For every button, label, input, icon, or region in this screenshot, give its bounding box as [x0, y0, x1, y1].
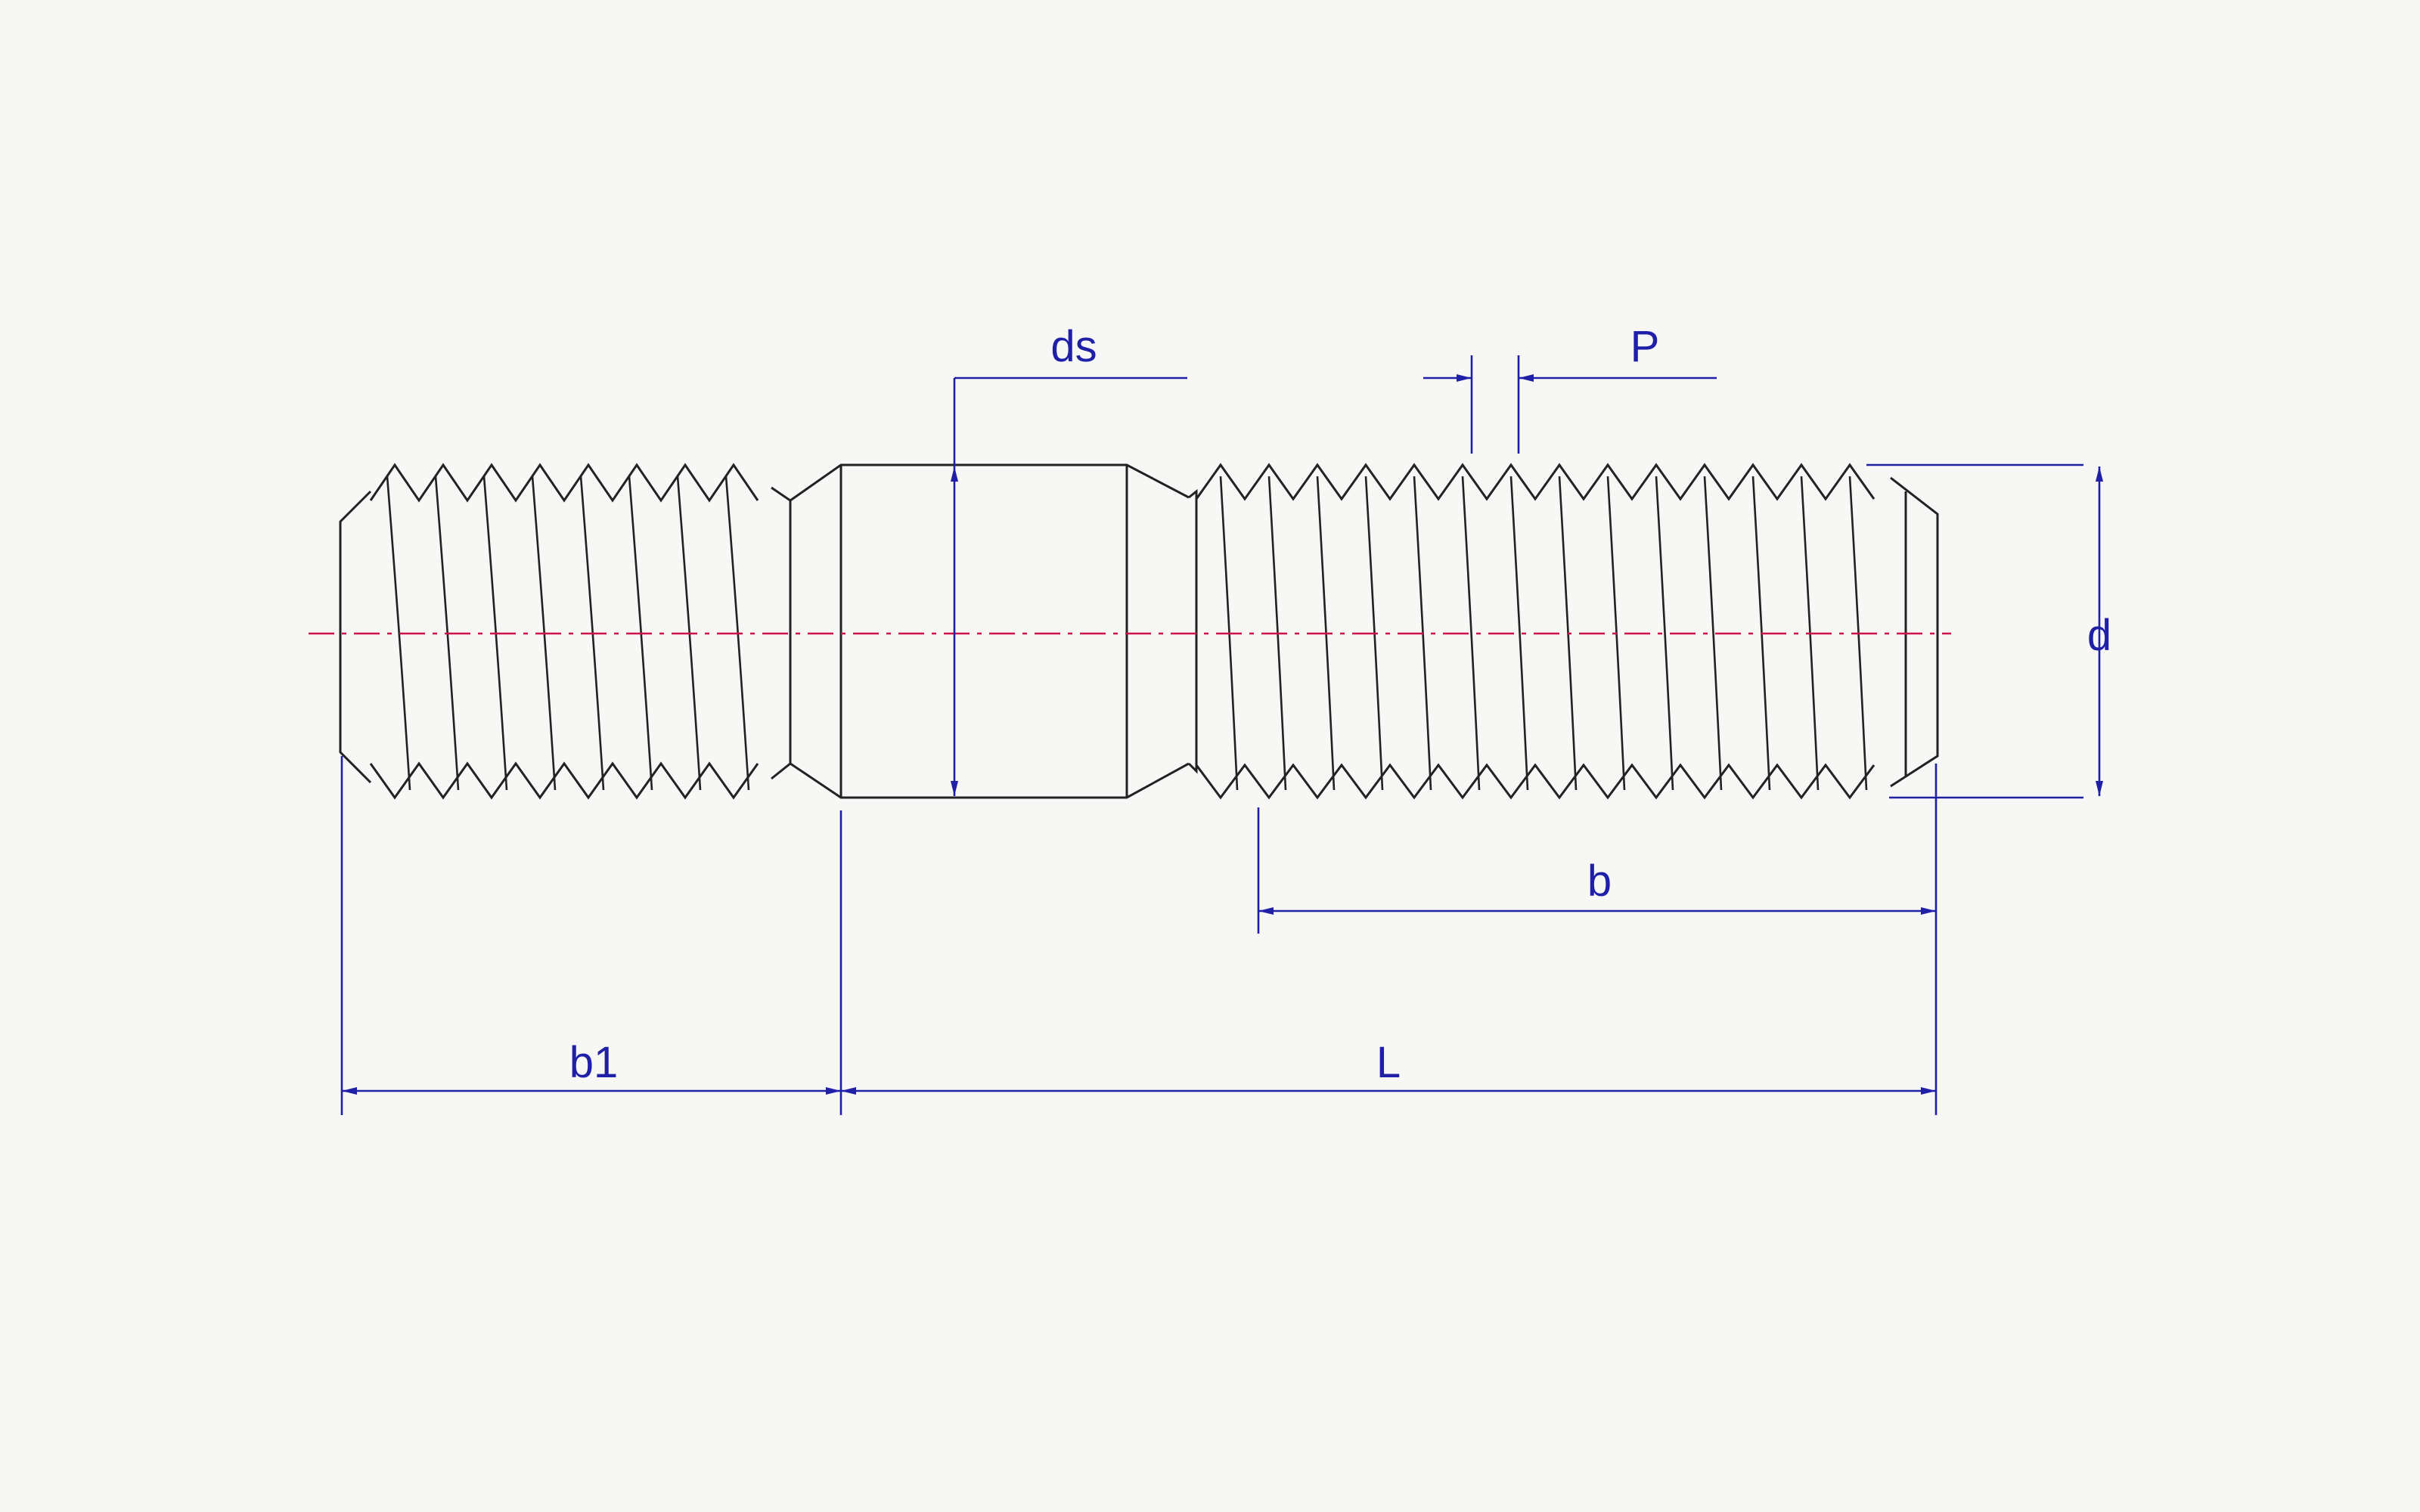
ds-dimension: ds	[951, 322, 1187, 796]
right-chamfer	[1890, 476, 1939, 788]
right-thread-section	[1187, 463, 1939, 800]
shank-section	[790, 463, 1190, 799]
l-dimension: L	[841, 1038, 1936, 1095]
pitch-dimension: P	[1423, 322, 1717, 454]
b1-label: b1	[569, 1038, 619, 1087]
left-thread-top-profile	[369, 463, 759, 503]
b-dimension: b	[1257, 764, 1938, 1115]
b1-dimension: b1	[340, 756, 842, 1115]
d-dimension: d	[1866, 463, 2111, 799]
ds-label: ds	[1050, 322, 1097, 371]
right-thread-start	[1187, 488, 1198, 774]
left-undercut	[771, 486, 792, 780]
left-thread-section	[339, 463, 792, 800]
right-thread-top-profile	[1195, 463, 1876, 501]
thread-flank	[1509, 476, 1529, 791]
thread-flank	[1655, 476, 1674, 791]
thread-flank	[386, 476, 411, 791]
right-thread-bottom-profile	[1195, 763, 1876, 800]
thread-flank	[1703, 476, 1723, 791]
pitch-label: P	[1630, 322, 1660, 371]
b-label: b	[1587, 857, 1612, 906]
d-label: d	[2087, 611, 2111, 660]
shank-outline	[790, 463, 1190, 799]
thread-flank	[1461, 476, 1481, 791]
left-chamfer	[339, 490, 372, 784]
l-label: L	[1376, 1038, 1401, 1087]
left-thread-bottom-profile	[369, 761, 759, 800]
